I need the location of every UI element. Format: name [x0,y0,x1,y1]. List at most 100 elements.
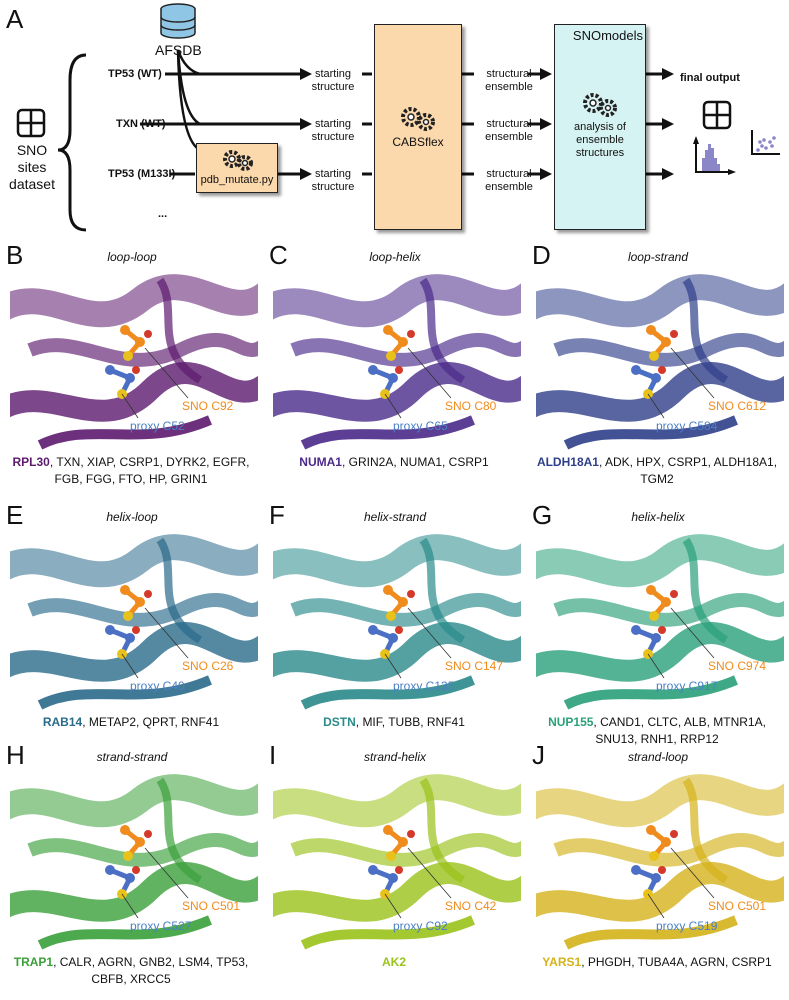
table-icon [702,100,732,130]
gears-icon [223,150,253,171]
structure-panel: I strand-helix [263,740,526,990]
sno-residue [120,585,152,621]
caption-protein-list: MIF, TUBB, RNF41 [362,715,465,729]
caption-highlight-protein: ALDH18A1 [536,455,599,469]
structure-panel: J strand-loop [526,740,789,990]
starting-label: starting structure [311,68,355,93]
panel-title: loop-loop [107,250,157,264]
dataset-label: SNO sites dataset [9,142,55,192]
sno-label: SNO C92 [182,399,234,413]
sno-residue [646,325,678,361]
panel-letter: B [6,240,24,270]
sno-residue [646,825,678,861]
panel-letter: F [269,500,285,530]
panel-letter-a: A [6,4,24,34]
panel-letter: C [269,240,288,270]
final-output-label: final output [680,72,740,84]
panel-letter: J [532,740,545,770]
proxy-label: proxy C584 [656,419,718,433]
panel-letter: I [269,740,277,770]
proxy-label: proxy C52 [130,419,185,433]
panel-title: helix-loop [106,510,158,524]
panel-title: loop-strand [627,250,689,264]
panel-caption: RAB14, METAP2, QPRT, RNF41 [6,714,256,731]
caption-separator: , [53,955,60,969]
ensemble-label: structural ensemble [485,118,533,143]
caption-highlight-protein: TRAP1 [13,955,54,969]
sno-residue [120,825,152,861]
panel-letter: H [6,740,25,770]
structure-panel: H strand-strand [0,740,263,990]
protein-structure-image: SNO C147 proxy C135 [273,530,521,710]
caption-separator: , [581,955,588,969]
caption-protein-list: METAP2, QPRT, RNF41 [88,715,220,729]
caption-protein-list: PHGDH, TUBA4A, AGRN, CSRP1 [587,955,772,969]
caption-separator: , [355,715,363,729]
panel-caption: YARS1, PHGDH, TUBA4A, AGRN, CSRP1 [532,954,782,971]
snomodels-title: SNOmodels [572,28,643,43]
protein-label: TP53 (M133I) [108,168,176,180]
gears-icon [583,93,617,117]
proxy-residue [105,865,140,899]
caption-protein-list: ADK, HPX, CSRP1, ALDH18A1, TGM2 [604,455,778,486]
ensemble-label: structural ensemble [485,168,533,193]
caption-separator: , [49,455,57,469]
panel-title: helix-helix [631,510,685,524]
panel-caption: RPL30, TXN, XIAP, CSRP1, DYRK2, EGFR, FG… [6,454,256,488]
caption-protein-list: GRIN2A, NUMA1, CSRP1 [348,455,489,469]
sno-label: SNO C501 [708,899,766,913]
cabsflex-box: CABSflex [374,24,462,230]
analysis-label: analysis of ensemble structures [574,121,626,159]
sno-label: SNO C612 [708,399,766,413]
sno-label: SNO C42 [445,899,497,913]
structure-panel: B loop-loop [0,240,263,490]
mutate-box: pdb_mutate.py [196,143,278,193]
sno-label: SNO C26 [182,659,234,673]
caption-protein-list: TXN, XIAP, CSRP1, DYRK2, EGFR, FGB, FGG,… [54,455,250,486]
sno-residue [120,325,152,361]
output-plots-icon [693,130,780,175]
table-icon [16,108,46,138]
caption-separator: , [82,715,89,729]
panel-caption: AK2 [269,954,519,971]
starting-label: starting structure [311,168,355,193]
protein-label: TXN (WT) [116,118,166,130]
panel-title: strand-helix [363,750,427,764]
panel-title: strand-strand [96,750,168,764]
sno-label: SNO C147 [445,659,503,673]
protein-structure-image: SNO C42 proxy C92 [273,770,521,950]
sno-label: SNO C501 [182,899,240,913]
panel-title: strand-loop [627,750,689,764]
caption-separator: , [593,715,601,729]
panel-letter: G [532,500,553,530]
proxy-residue [368,365,403,399]
proxy-residue [368,865,403,899]
caption-highlight-protein: NUP155 [548,715,594,729]
panel-letter: D [532,240,551,270]
proxy-label: proxy C92 [393,919,448,933]
database-icon [160,3,196,39]
proxy-residue [631,865,666,899]
panel-caption: DSTN, MIF, TUBB, RNF41 [269,714,519,731]
protein-structure-image: SNO C501 proxy C527 [10,770,258,950]
starting-label: starting structure [311,118,355,143]
proxy-label: proxy C135 [393,679,455,693]
protein-structure-image: SNO C974 proxy C917 [536,530,784,710]
sno-residue [383,825,415,861]
structure-panel: C loop-helix [263,240,526,490]
caption-highlight-protein: AK2 [381,955,406,969]
panel-caption: ALDH18A1, ADK, HPX, CSRP1, ALDH18A1, TGM… [532,454,782,488]
caption-highlight-protein: RPL30 [12,455,50,469]
caption-highlight-protein: YARS1 [542,955,582,969]
caption-highlight-protein: RAB14 [42,715,83,729]
structure-panel: D loop-strand [526,240,789,490]
sno-residue [383,585,415,621]
proxy-residue [631,365,666,399]
proxy-label: proxy C527 [130,919,192,933]
panel-caption: NUP155, CAND1, CLTC, ALB, MTNR1A, SNU13,… [532,714,782,748]
protein-label: TP53 (WT) [108,68,162,80]
structure-panel: G helix-helix [526,500,789,750]
panel-a-connectors [57,49,674,232]
protein-structure-image: SNO C501 proxy C519 [536,770,784,950]
protein-structure-image: SNO C80 proxy C65 [273,270,521,450]
